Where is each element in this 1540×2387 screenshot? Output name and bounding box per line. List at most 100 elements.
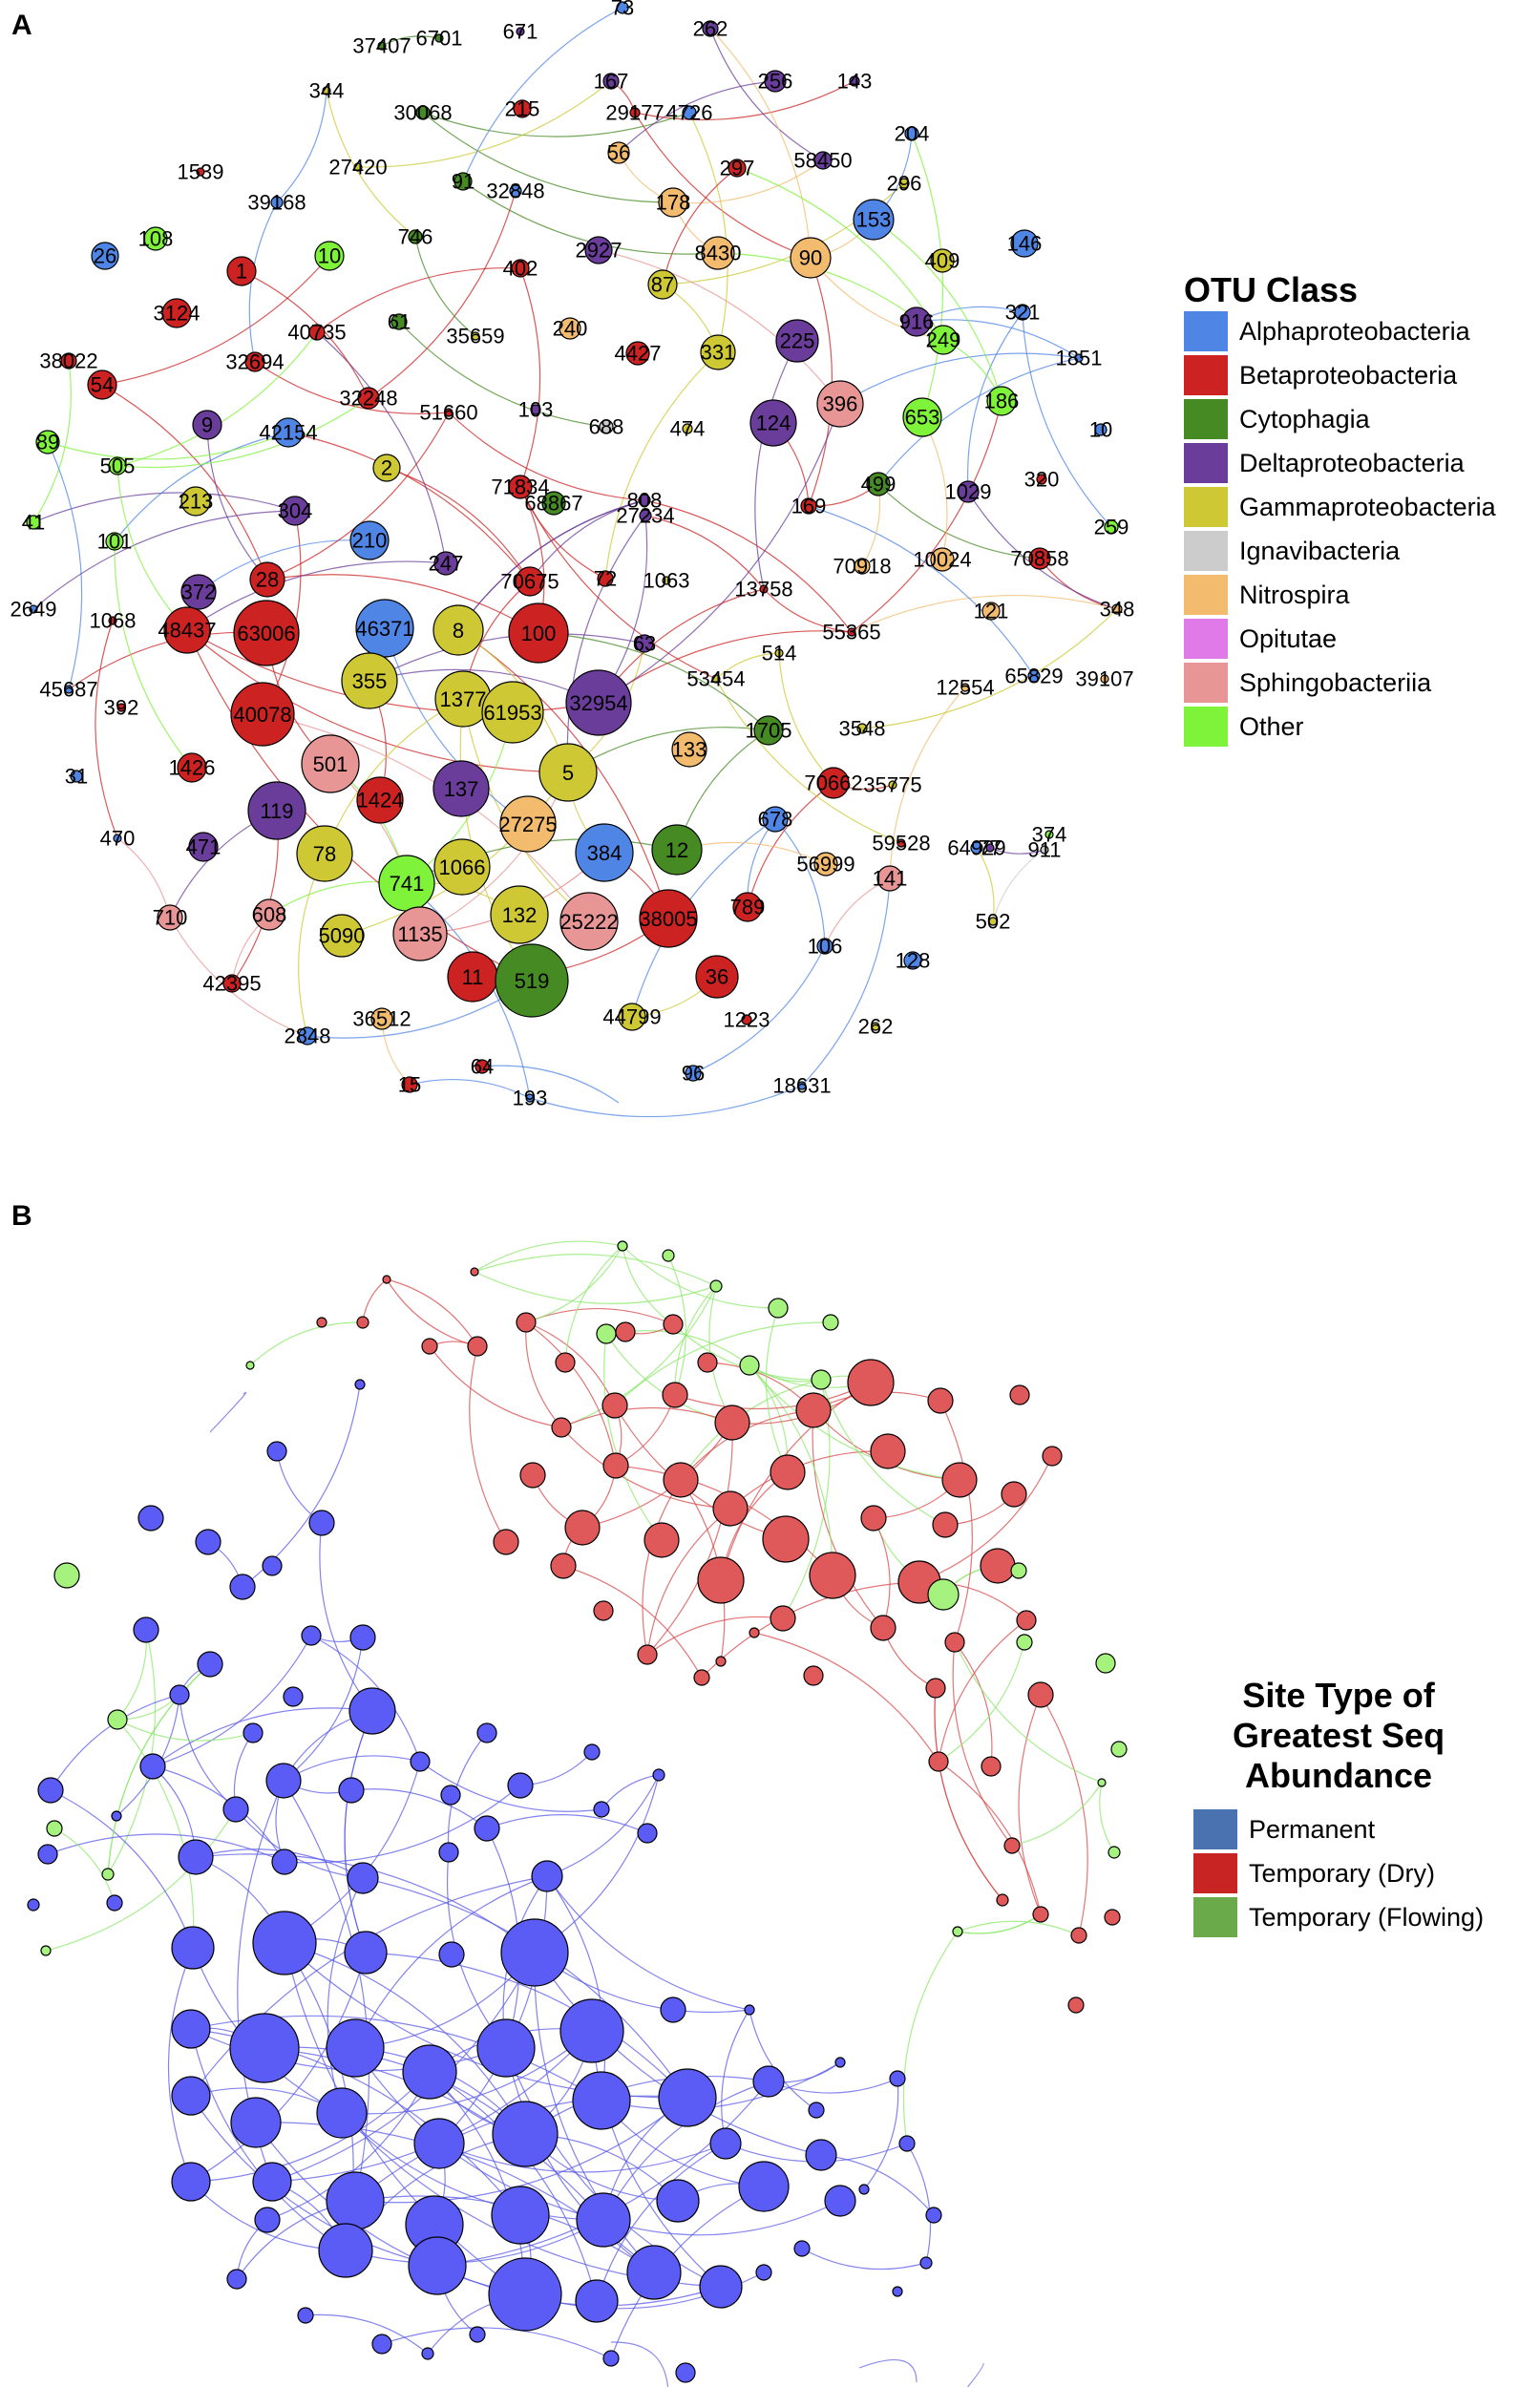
otu-node: 392 <box>104 696 139 720</box>
network-edge <box>368 190 517 399</box>
otu-node-label: 137 <box>444 777 479 801</box>
network-edge <box>889 687 966 879</box>
otu-node: 46371 <box>355 599 414 658</box>
site-type-node <box>349 1624 376 1651</box>
network-edge <box>167 1947 194 2183</box>
otu-node: 141 <box>873 865 907 892</box>
otu-node: 746 <box>398 225 433 249</box>
network-edge <box>562 1565 703 1679</box>
site-type-node <box>467 1336 488 1357</box>
site-type-node <box>469 2326 486 2343</box>
otu-node: 59528 <box>872 832 930 856</box>
otu-node: 710 <box>153 904 187 931</box>
otu-node-circle <box>800 497 817 515</box>
otu-node: 146 <box>1007 229 1043 258</box>
otu-node-circle <box>349 520 390 560</box>
site-type-node <box>169 1684 190 1705</box>
network-edge <box>643 499 853 633</box>
network-edge <box>873 1517 891 1629</box>
otu-node-label: 746 <box>398 225 433 249</box>
otu-node-label: 56999 <box>796 853 854 877</box>
network-edge <box>778 652 834 784</box>
network-edge <box>409 1078 531 1099</box>
otu-node: 133 <box>671 731 707 768</box>
otu-node-circle <box>1074 353 1084 363</box>
otu-node: 77 <box>979 836 1002 860</box>
site-type-node <box>941 1462 978 1498</box>
site-type-node <box>660 1996 686 2023</box>
legend-label: Cytophagia <box>1239 404 1370 433</box>
site-type-node <box>171 2076 211 2116</box>
otu-node-circle <box>508 602 569 664</box>
site-type-node <box>898 2135 916 2152</box>
otu-node-circle <box>180 486 211 517</box>
otu-node: 30068 <box>393 101 452 125</box>
otu-node-label: 296 <box>887 172 922 196</box>
otu-node-circle <box>499 795 557 853</box>
otu-node: 167 <box>594 70 629 94</box>
otu-node-label: 68867 <box>524 492 582 516</box>
site-type-node <box>491 2186 550 2245</box>
otu-node-label: 119 <box>260 799 293 823</box>
network-edge <box>481 1065 620 1104</box>
otu-node-circle <box>902 397 942 437</box>
network-edge <box>179 1694 237 1810</box>
network-edge <box>241 270 369 399</box>
otu-node-label: 103 <box>518 398 554 422</box>
legend-item-gammaproteobacteria: Gammaproteobacteria <box>1184 485 1496 529</box>
otu-node-circle <box>762 806 789 833</box>
otu-node-circle <box>196 167 205 177</box>
network-edge <box>209 1391 247 1433</box>
otu-node-circle <box>797 1081 807 1090</box>
otu-node-label: 70675 <box>500 570 559 594</box>
otu-node: 143 <box>837 70 873 94</box>
otu-node-circle <box>372 454 401 482</box>
otu-node: 8430 <box>695 236 741 270</box>
network-edge <box>808 505 1035 677</box>
otu-node-circle <box>616 1 629 14</box>
otu-node: 808 <box>627 489 663 513</box>
otu-node: 1063 <box>643 569 690 593</box>
network-edge <box>1018 1694 1042 1915</box>
otu-node-circle <box>749 399 797 447</box>
site-type-node <box>438 1941 465 1968</box>
otu-node-label: 3124 <box>154 302 200 326</box>
otu-node-label: 210 <box>352 529 388 553</box>
network-edge <box>32 492 296 523</box>
otu-node: 132 <box>490 885 549 944</box>
network-edge <box>316 331 447 564</box>
otu-node-label: 688 <box>589 415 624 439</box>
site-type-node <box>356 1316 369 1329</box>
otu-node: 56999 <box>796 852 855 877</box>
network-edge <box>386 1278 478 1347</box>
otu-node: 396 <box>816 380 864 428</box>
otu-node-circle <box>26 515 41 530</box>
site-type-node <box>301 1625 322 1646</box>
otu-node-label: 39168 <box>247 191 306 215</box>
otu-node: 409 <box>925 248 960 273</box>
otu-node-circle <box>70 770 83 783</box>
site-type-node <box>171 2009 211 2049</box>
otu-node: 12554 <box>936 676 994 700</box>
site-type-node <box>738 2161 790 2212</box>
otu-node: 10 <box>1089 418 1112 442</box>
otu-node-circle <box>280 496 310 526</box>
otu-node-label: 204 <box>895 122 930 146</box>
otu-node-label: 146 <box>1007 232 1043 256</box>
otu-node-label: 42154 <box>259 421 317 445</box>
legend-swatch <box>1184 531 1228 571</box>
network-edge <box>287 432 531 582</box>
network-edge <box>47 1833 285 1863</box>
otu-node: 10024 <box>913 547 972 572</box>
otu-node-label: 916 <box>899 310 935 334</box>
otu-node-circle <box>928 325 959 355</box>
site-type-node <box>626 2245 682 2300</box>
otu-node-circle <box>629 107 641 118</box>
site-type-node <box>583 1743 601 1761</box>
otu-node: 70675 <box>500 566 559 597</box>
network-edge <box>529 1085 803 1118</box>
site-type-node <box>308 1510 335 1536</box>
otu-node-label: 101 <box>97 530 133 554</box>
